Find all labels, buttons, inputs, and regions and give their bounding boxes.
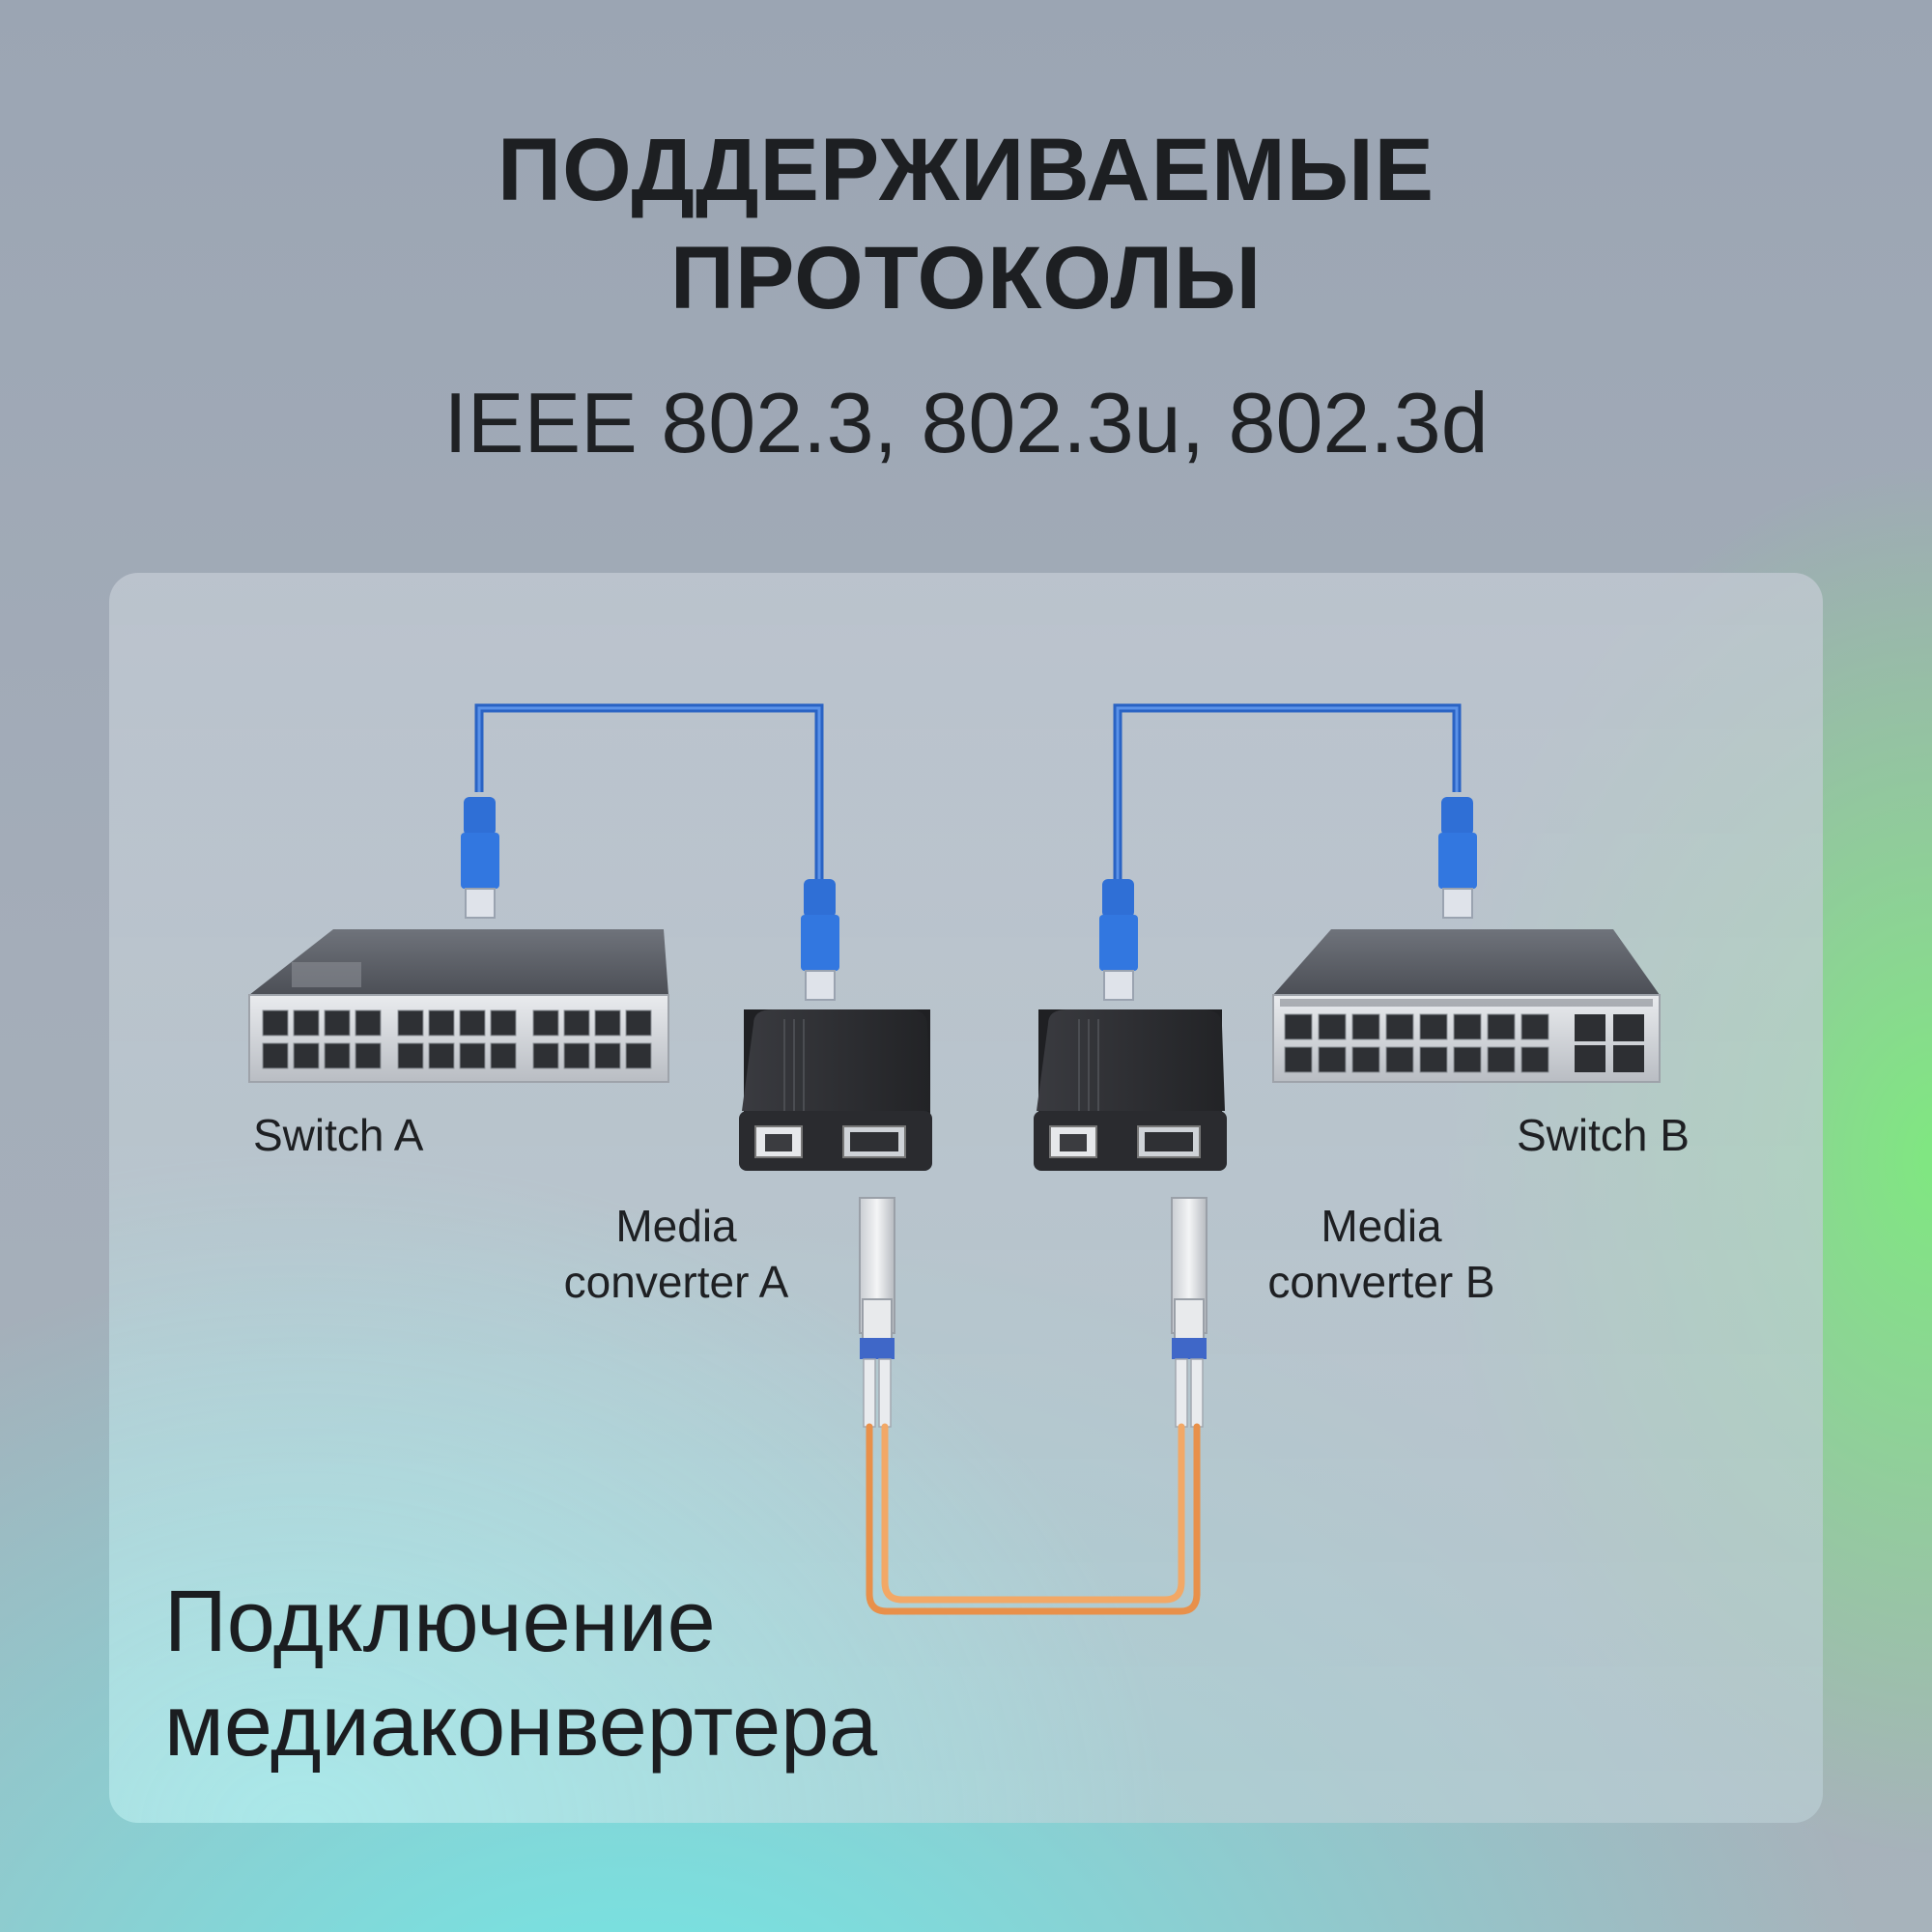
rj45-plug-a-converter [801, 879, 839, 1001]
switch-port [625, 1009, 652, 1037]
switch-port [1520, 1013, 1549, 1040]
fiber-cable [866, 1423, 1201, 1615]
switch-port [293, 1009, 320, 1037]
switch-port [324, 1009, 351, 1037]
switch-b-device [1272, 929, 1661, 1083]
switch-port [490, 1009, 517, 1037]
switch-port [532, 1042, 559, 1069]
caption: Подключение медиаконвертера [164, 1570, 877, 1778]
rj45-port-icon [1049, 1125, 1097, 1158]
switch-port [1453, 1046, 1482, 1073]
switch-port [1284, 1013, 1313, 1040]
media-converter-a-label-line2: converter A [563, 1257, 789, 1307]
switch-port [459, 1009, 486, 1037]
media-converter-a-label: Media converter A [541, 1198, 811, 1310]
switch-a-ports [262, 1009, 652, 1069]
switch-port [1351, 1046, 1380, 1073]
switch-port [262, 1042, 289, 1069]
switch-port [1385, 1013, 1414, 1040]
switch-b-label: Switch B [1517, 1110, 1690, 1160]
switch-port [459, 1042, 486, 1069]
title-line-1: ПОДДЕРЖИВАЕМЫЕ [497, 121, 1435, 219]
switch-port [355, 1042, 382, 1069]
switch-port [1284, 1046, 1313, 1073]
switch-a-label: Switch A [253, 1110, 424, 1160]
switch-port [490, 1042, 517, 1069]
switch-port [293, 1042, 320, 1069]
media-converter-b-label: Media converter B [1246, 1198, 1517, 1310]
switch-b-ports [1284, 1013, 1549, 1073]
ethernet-cable-b [1113, 703, 1462, 884]
caption-line-1: Подключение [164, 1574, 716, 1670]
switch-port [355, 1009, 382, 1037]
switch-port [594, 1042, 621, 1069]
switch-port [563, 1009, 590, 1037]
switch-port [532, 1009, 559, 1037]
switch-port [1318, 1046, 1347, 1073]
switch-port [1318, 1013, 1347, 1040]
switch-port [563, 1042, 590, 1069]
media-converter-b-device [1034, 1009, 1227, 1171]
rj45-plug-a-switch [461, 797, 499, 919]
switch-port [1419, 1046, 1448, 1073]
switch-a-device [248, 929, 669, 1083]
rj45-plug-b-switch [1438, 797, 1477, 919]
page-title: ПОДДЕРЖИВАЕМЫЕ ПРОТОКОЛЫ [0, 116, 1932, 332]
caption-line-2: медиаконвертера [164, 1678, 878, 1775]
switch-port [1453, 1013, 1482, 1040]
media-converter-a-label-line1: Media [615, 1201, 737, 1251]
switch-port [1351, 1013, 1380, 1040]
switch-port [594, 1009, 621, 1037]
ethernet-cable-a [474, 703, 824, 884]
sfp-module-b [1171, 1197, 1208, 1428]
media-converter-b-label-line2: converter B [1267, 1257, 1495, 1307]
title-line-2: ПРОТОКОЛЫ [669, 229, 1263, 327]
switch-port [1487, 1013, 1516, 1040]
media-converter-a-device [739, 1009, 932, 1171]
switch-port [1487, 1046, 1516, 1073]
switch-port [1520, 1046, 1549, 1073]
switch-port [428, 1009, 455, 1037]
sfp-module-a [859, 1197, 895, 1428]
media-converter-b-label-line1: Media [1321, 1201, 1442, 1251]
rj45-plug-b-converter [1099, 879, 1138, 1001]
switch-port [1419, 1013, 1448, 1040]
switch-port [625, 1042, 652, 1069]
switch-port [1385, 1046, 1414, 1073]
switch-port [397, 1042, 424, 1069]
switch-port [262, 1009, 289, 1037]
switch-port [324, 1042, 351, 1069]
protocols-text: IEEE 802.3, 802.3u, 802.3d [443, 375, 1489, 470]
switch-port [428, 1042, 455, 1069]
switch-port [397, 1009, 424, 1037]
